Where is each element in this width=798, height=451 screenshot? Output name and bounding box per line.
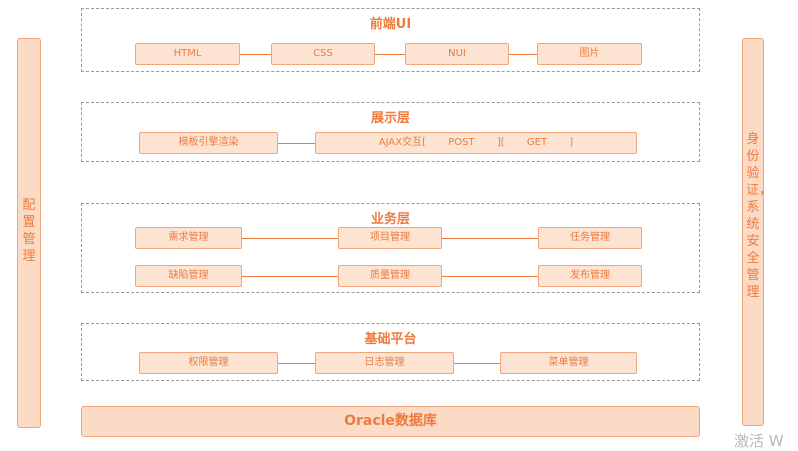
config-management-label: 配置管理 bbox=[22, 198, 36, 264]
config-management-panel: 配置管理 bbox=[17, 38, 41, 428]
defect-box: 缺陷管理 bbox=[135, 265, 242, 287]
frontend-ui-title: 前端UI bbox=[369, 17, 412, 32]
connector bbox=[375, 54, 405, 55]
connector bbox=[242, 276, 338, 277]
permission-box: 权限管理 bbox=[139, 352, 278, 374]
css-box: CSS bbox=[271, 43, 375, 65]
security-management-panel: 身份验证，系统安全管理 bbox=[742, 38, 773, 426]
platform-layer: 基础平台 bbox=[81, 323, 700, 381]
presentation-layer: 展示层 bbox=[81, 102, 700, 162]
frontend-ui-layer: 前端UI bbox=[81, 8, 700, 72]
connector bbox=[509, 54, 537, 55]
nui-box: NUI bbox=[405, 43, 509, 65]
connector bbox=[242, 238, 338, 239]
requirement-box: 需求管理 bbox=[135, 227, 242, 249]
connector bbox=[442, 238, 538, 239]
presentation-title: 展示层 bbox=[370, 111, 410, 126]
business-title: 业务层 bbox=[370, 212, 410, 227]
platform-title: 基础平台 bbox=[364, 332, 417, 347]
quality-box: 质量管理 bbox=[338, 265, 442, 287]
connector bbox=[442, 276, 538, 277]
release-box: 发布管理 bbox=[538, 265, 642, 287]
template-render-box: 模板引擎渲染 bbox=[139, 132, 278, 154]
connector bbox=[454, 363, 500, 364]
image-box: 图片 bbox=[537, 43, 642, 65]
activation-watermark: 激活 W bbox=[734, 432, 784, 450]
security-management-label: 身份验证，系统安全管理 bbox=[746, 132, 773, 300]
html-box: HTML bbox=[135, 43, 240, 65]
menu-box: 菜单管理 bbox=[500, 352, 637, 374]
oracle-database: Oracle数据库 bbox=[81, 406, 700, 437]
business-layer: 业务层 bbox=[81, 203, 700, 293]
connector bbox=[278, 143, 315, 144]
connector bbox=[278, 363, 315, 364]
log-box: 日志管理 bbox=[315, 352, 454, 374]
project-box: 项目管理 bbox=[338, 227, 442, 249]
task-box: 任务管理 bbox=[538, 227, 642, 249]
ajax-box: AJAX交互[ POST ][ GET ] bbox=[315, 132, 637, 154]
oracle-database-label: Oracle数据库 bbox=[344, 413, 437, 429]
connector bbox=[240, 54, 271, 55]
